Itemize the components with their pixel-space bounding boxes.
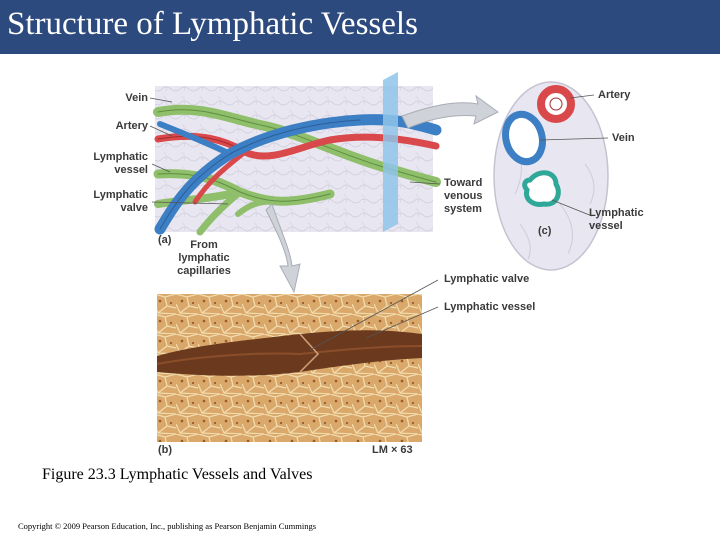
arrow-to-panel-c — [401, 94, 499, 129]
slide-title: Structure of Lymphatic Vessels — [7, 6, 418, 42]
panel-a-leader-lines — [149, 97, 441, 205]
panel-c-illustration — [493, 81, 609, 271]
label-from-lymphatic-capillaries: From lymphatic capillaries — [177, 239, 231, 277]
lymphatic-cross-section — [522, 170, 561, 207]
label-vein: Vein — [125, 92, 148, 104]
label-b-lymphatic-vessel: Lymphatic vessel — [444, 301, 536, 313]
panel-b-tag: (b) — [158, 444, 173, 456]
panel-c-tag: (c) — [538, 225, 552, 237]
label-artery: Artery — [115, 120, 148, 132]
label-lymphatic-vessel: Lymphatic vessel — [93, 151, 148, 176]
label-b-lymphatic-valve: Lymphatic valve — [444, 273, 530, 285]
label-toward-venous-system: Toward venous system — [444, 177, 483, 215]
figure-caption: Figure 23.3 Lymphatic Vessels and Valves — [42, 466, 313, 483]
label-c-vein: Vein — [612, 132, 635, 144]
panel-a-illustration — [149, 72, 499, 294]
micrograph-magnification: LM × 63 — [372, 444, 413, 456]
lymphatic-figure: Vein Artery Lymphatic vessel Lymphatic v… — [0, 54, 720, 464]
title-bar: Structure of Lymphatic Vessels — [0, 0, 720, 54]
arrow-to-panel-b — [265, 203, 301, 294]
cross-section-plane — [383, 72, 398, 232]
vein-cross-section — [502, 110, 546, 166]
figure-illustration — [149, 72, 609, 442]
panel-a-tag: (a) — [158, 234, 172, 246]
panel-c-leader-lines — [539, 94, 609, 217]
panel-b-micrograph — [156, 279, 439, 442]
label-c-artery: Artery — [598, 89, 631, 101]
label-lymphatic-valve: Lymphatic valve — [93, 189, 148, 214]
copyright-notice: Copyright © 2009 Pearson Education, Inc.… — [18, 521, 317, 531]
panel-b-leader-lines — [309, 279, 439, 351]
micrograph-valve — [299, 333, 320, 373]
label-c-lymphatic-vessel: Lymphatic vessel — [589, 207, 644, 232]
